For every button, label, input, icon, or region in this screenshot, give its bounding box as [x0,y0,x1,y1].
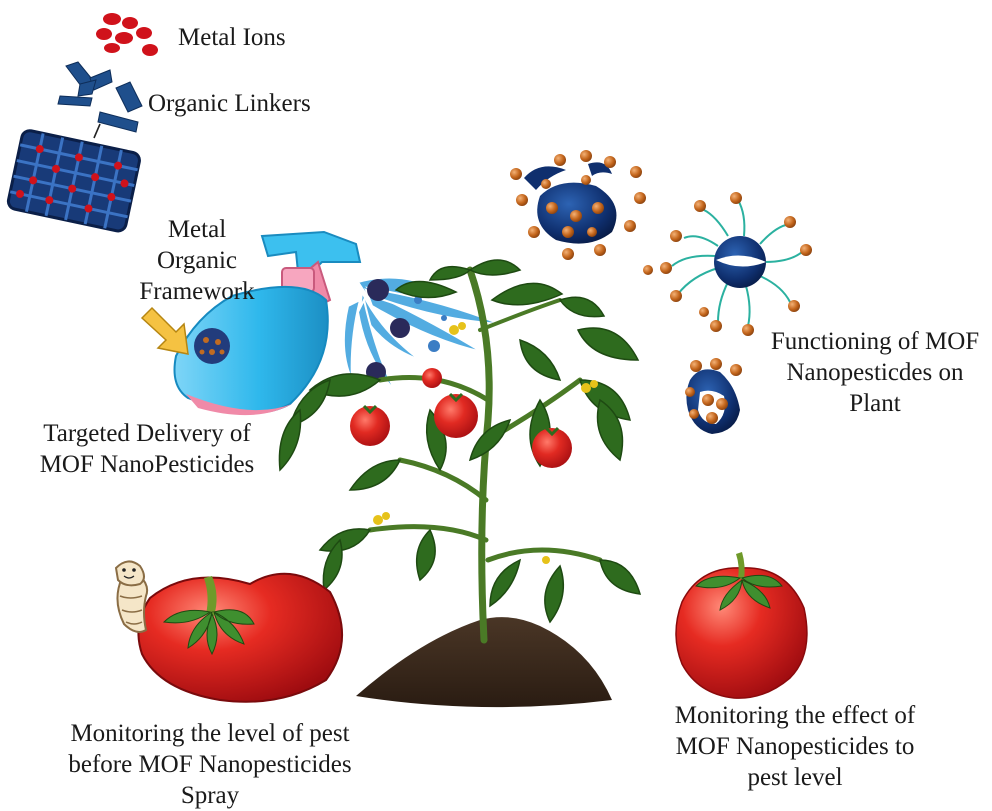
targeted-delivery-label: Targeted Delivery of MOF NanoPesticides [12,418,282,480]
functioning-line: Functioning of MOF [762,326,988,357]
monitoring-effect-line: pest level [640,762,950,793]
organic-linkers-icon [58,62,142,132]
metal-ions-icon [96,13,158,56]
monitoring-effect-label: Monitoring the effect of MOF Nanopestici… [640,700,950,793]
metal-ions-label: Metal Ions [178,22,286,53]
mof-label: Metal Organic Framework [132,214,262,307]
monitoring-before-label: Monitoring the level of pest before MOF … [40,718,380,811]
mof-label-line: Metal [132,214,262,245]
monitoring-effect-line: Monitoring the effect of [640,700,950,731]
healthy-tomato-icon [676,552,807,698]
functioning-line: Plant [762,388,988,419]
framework-lattice-icon [7,129,141,232]
mof-nanoparticle-icon [510,150,646,260]
organic-linkers-label: Organic Linkers [148,88,311,119]
monitoring-effect-line: MOF Nanopesticides to [640,731,950,762]
mof-label-line: Framework [132,276,262,307]
mof-nanoparticle-icon [643,192,812,336]
down-arrow-icon [94,124,100,138]
yellow-arrow-icon [142,308,188,354]
targeted-delivery-line: Targeted Delivery of [12,418,282,449]
monitoring-before-line: Spray [40,780,380,811]
functioning-line: Nanopesticdes on [762,357,988,388]
mof-label-line: Organic [132,245,262,276]
monitoring-before-line: before MOF Nanopesticides [40,749,380,780]
functioning-label: Functioning of MOF Nanopesticdes on Plan… [762,326,988,419]
worm-tomato-icon [116,561,342,701]
mof-nanoparticle-icon [685,358,742,434]
monitoring-before-line: Monitoring the level of pest [40,718,380,749]
targeted-delivery-line: MOF NanoPesticides [12,449,282,480]
